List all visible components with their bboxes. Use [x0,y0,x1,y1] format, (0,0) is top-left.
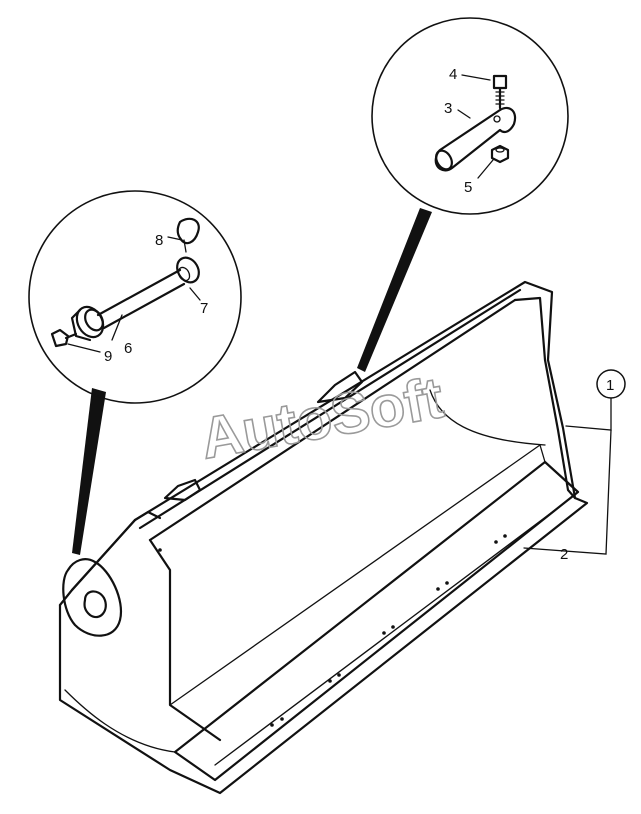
bucket-outline [58,280,589,795]
bucket-right-side-plate [513,296,577,500]
bucket-inner-curve [429,389,546,446]
detail-circle-left [28,190,242,404]
retaining-bolt [492,74,508,110]
detail-circle-upper [371,17,569,215]
callout-4: 4 [449,66,457,83]
lifting-eye-outer [62,558,123,637]
callout-7: 7 [200,300,208,317]
detail-leader-upper [357,208,432,372]
retaining-clip [176,217,200,245]
watermark: AutoSoft [196,365,448,472]
callout-2: 2 [560,546,568,563]
lock-nut [490,144,510,164]
callout-assembly [523,369,626,555]
lifting-eye-inner [83,590,107,619]
callout-9: 9 [104,348,112,365]
mounting-lug-small [133,510,162,522]
callout-5: 5 [464,179,472,196]
bucket-cutting-edge [173,460,580,782]
cutting-edge-bolts [158,534,507,727]
bucket-inner-wall [169,444,546,706]
grease-nipple [50,328,78,348]
bucket-left-side-plate [148,538,222,742]
loader-bucket [58,280,589,795]
mounting-lug-right [316,370,364,404]
callout-1: 1 [606,377,614,394]
bucket-top-edge [138,288,522,542]
pivot-pin-long [96,268,186,330]
detail-leader-left [72,388,106,555]
callout-8: 8 [155,232,163,249]
callout-6: 6 [124,340,132,357]
mounting-lug-left [163,478,202,502]
callout-3: 3 [444,100,452,117]
